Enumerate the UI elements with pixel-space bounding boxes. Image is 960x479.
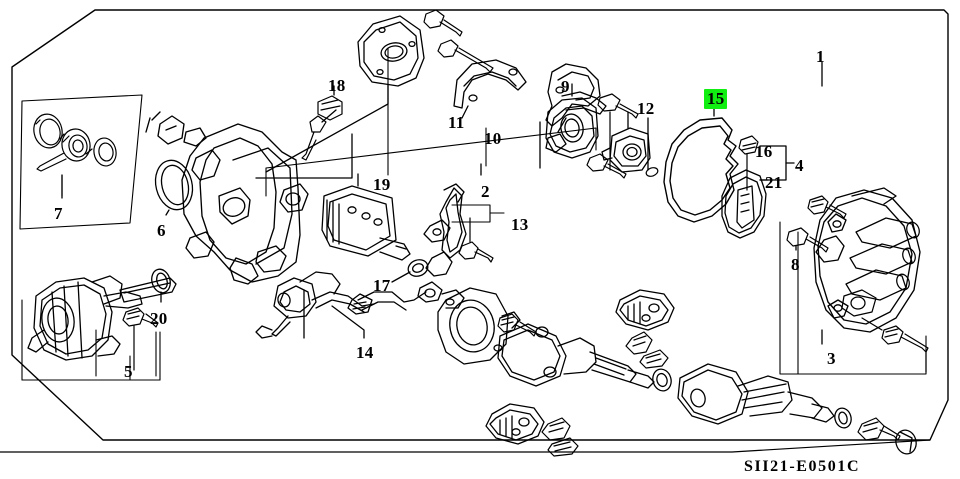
part-bolt-18 [301, 115, 327, 161]
part-3-screw-bottom [861, 317, 929, 373]
part-5-vacuum-advance [27, 275, 177, 361]
callout-number-21[interactable]: 21 [765, 173, 783, 192]
part-15-gasket [663, 117, 739, 223]
callout-number-3[interactable]: 3 [827, 349, 836, 368]
part-pin-upper [625, 331, 653, 355]
part-18-grommet [317, 95, 343, 121]
group-5-bracket [21, 299, 161, 381]
part-19-housing [145, 111, 309, 285]
callout-number-8[interactable]: 8 [791, 255, 800, 274]
leader-11 [461, 105, 469, 119]
callout-number-20[interactable]: 20 [150, 309, 168, 328]
callout-number-17[interactable]: 17 [373, 276, 391, 295]
part-flange-plate [437, 287, 521, 365]
callout-number-5[interactable]: 5 [124, 362, 133, 381]
part-17-washer [407, 259, 429, 277]
part-2-plate [357, 15, 425, 87]
part-washer-mid [652, 368, 672, 392]
part-9-boss [545, 97, 599, 159]
leader-10 [539, 117, 567, 169]
leader-12 [627, 111, 649, 171]
callout-number-9[interactable]: 9 [561, 77, 570, 96]
part-spring-pin-upper [639, 349, 669, 369]
part-3-distributor-cap [813, 187, 921, 333]
part-12-pin [645, 167, 659, 177]
part-bolt-top-1 [423, 9, 463, 37]
part-13-bolt [458, 217, 494, 263]
callout-number-16[interactable]: 16 [755, 142, 773, 161]
part-8-screws [786, 195, 847, 253]
part-11-bracket [453, 59, 527, 109]
part-16-screw [738, 135, 759, 191]
callout-number-18[interactable]: 18 [328, 76, 346, 95]
part-number-code: SII21-E0501C [744, 458, 861, 475]
leader-19 [255, 133, 353, 179]
leader-6 [165, 209, 170, 216]
part-rotor-shaft [677, 363, 835, 425]
part-distributor-shaft [497, 323, 655, 389]
part-7-oring-large [33, 113, 65, 149]
part-rotor-piece-lower [485, 403, 545, 445]
part-5-screw [122, 307, 159, 371]
part-6-oring [154, 159, 194, 211]
part-pin-lower [541, 417, 571, 441]
part-7-oring-small [93, 137, 117, 167]
diagram-frame [11, 9, 949, 441]
leader-14 [331, 305, 365, 339]
part-14-harness [255, 271, 465, 339]
callout-number-7[interactable]: 7 [54, 204, 63, 223]
part-21-cover [721, 169, 767, 239]
callout-number-19[interactable]: 19 [373, 175, 391, 194]
callout-number-11[interactable]: 11 [448, 113, 465, 132]
part-spring-pin-lower [547, 437, 579, 457]
part-12-block [601, 127, 651, 173]
callout-number-13[interactable]: 13 [511, 215, 529, 234]
part-7-bushing [36, 128, 93, 172]
part-rotor-piece-upper [615, 289, 675, 331]
callout-number-2[interactable]: 2 [481, 182, 490, 201]
callout-number-15[interactable]: 15 [704, 89, 728, 109]
part-cap-end [895, 429, 917, 455]
callout-number-1[interactable]: 1 [816, 47, 825, 66]
callout-number-10[interactable]: 10 [484, 129, 502, 148]
callout-number-14[interactable]: 14 [356, 343, 374, 362]
callout-number-6[interactable]: 6 [157, 221, 166, 240]
code-baseline [0, 439, 931, 453]
part-washer-right [834, 407, 852, 429]
leader-17 [391, 271, 411, 283]
leader-19b [321, 109, 337, 123]
part-20-oring [151, 268, 171, 294]
callout-number-4[interactable]: 4 [795, 156, 804, 175]
part-bolt-far-right [857, 417, 901, 441]
part-igniter-module [321, 185, 411, 261]
leader-2-plate [265, 83, 389, 173]
callout-number-12[interactable]: 12 [637, 99, 655, 118]
group-13-bracket [451, 204, 505, 223]
